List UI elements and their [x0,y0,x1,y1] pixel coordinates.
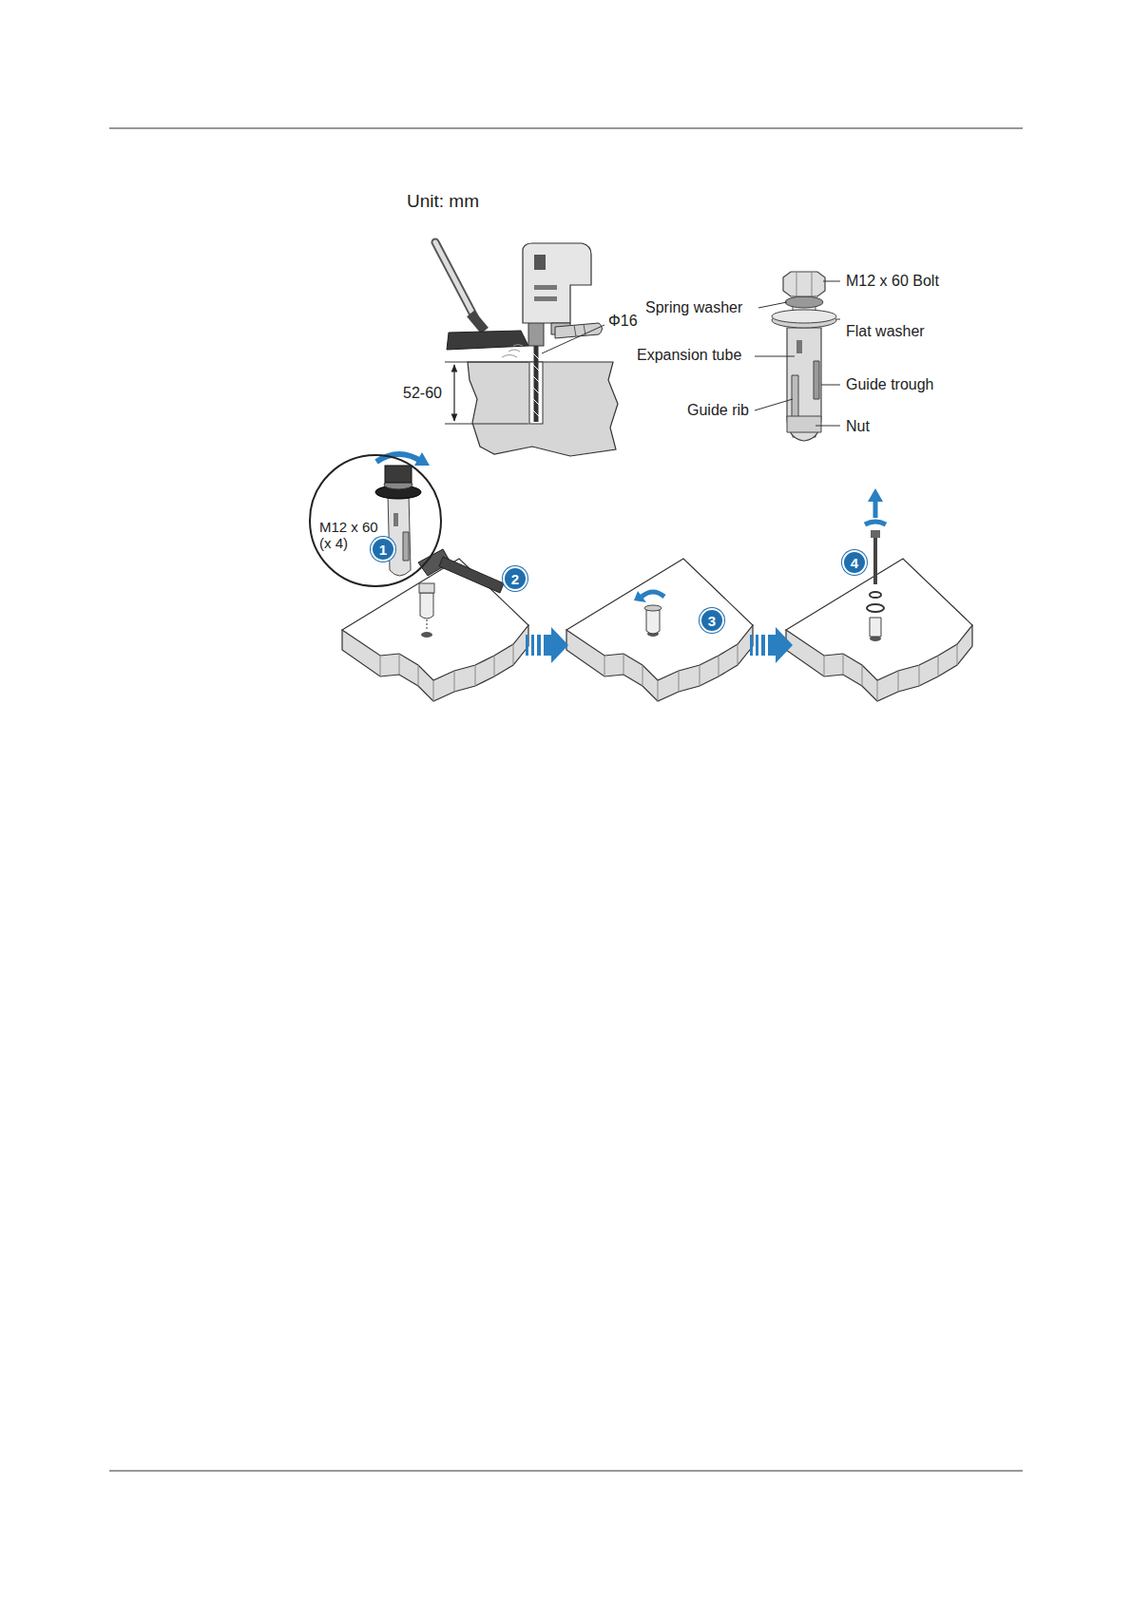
magnified-view: M12 x 60(x 4) [308,454,442,588]
concrete-section [467,362,618,457]
part-label: Nut [845,417,870,437]
diameter-label: Φ16 [608,311,638,331]
step-remove [864,488,886,642]
process-arrow [525,627,793,664]
callout-number: 2 [502,566,528,592]
part-label: (x 4) [319,535,348,552]
callout-number: 1 [370,537,396,562]
part-label: Guide rib [687,401,749,421]
callout-number: 4 [842,550,867,576]
part-label: M12 x 60 [319,518,379,536]
callout-number: 3 [708,613,716,630]
leader-line [541,325,605,354]
dimension-label: 52-60 [402,383,442,403]
callout-number: 3 [699,608,725,634]
concrete-slab [342,558,973,702]
part-label: M12 x 60 Bolt [845,271,940,291]
leader-lines [754,281,841,426]
callout-number: 2 [511,571,519,588]
unit-note: Unit: mm [406,191,480,212]
vacuum-cleaner [435,242,529,358]
part-label: Spring washer [645,298,743,318]
step-tighten [633,591,665,637]
callout-number: 1 [379,541,387,558]
hammer-drill [522,243,603,423]
part-label: Flat washer [845,322,925,342]
part-label: Guide trough [845,375,935,395]
part-label: Expansion tube [636,345,742,365]
header-rule [109,127,1023,129]
step-hammer [418,549,504,638]
footer-rule [109,1470,1023,1472]
callout-number: 4 [850,555,859,572]
depth-dimension [444,362,529,424]
